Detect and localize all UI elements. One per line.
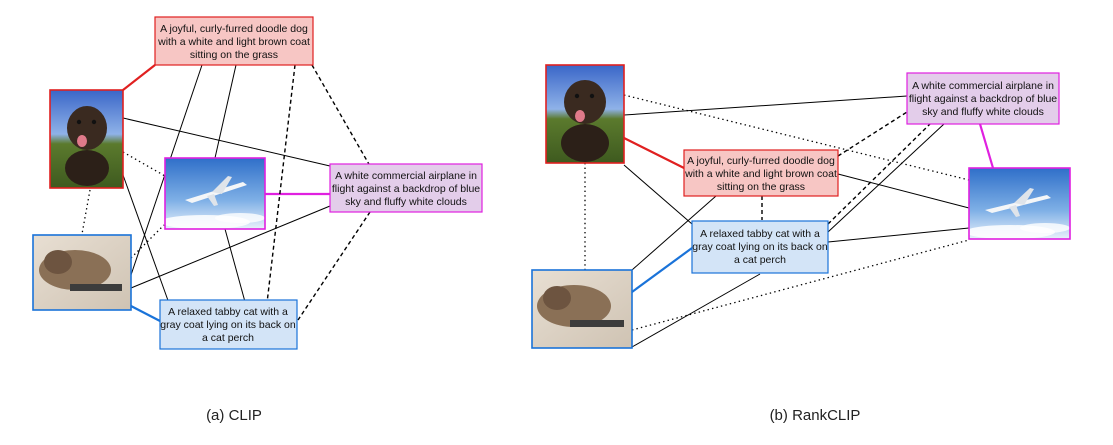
panel-clip: A joyful, curly-furred doodle dog with a… [32, 16, 483, 424]
edge-b-1 [623, 95, 908, 116]
panel-b-caption: (b) RankCLIP [770, 407, 861, 424]
edge-dog-img-dog-text-b [623, 137, 685, 169]
panel-a-connectors [81, 64, 371, 322]
panel-a-caption: (a) CLIP [206, 407, 262, 424]
plane-caption-line-2: flight against a backdrop of blue [909, 93, 1057, 105]
edge-a-4 [122, 174, 176, 321]
cat-caption-line-1: A relaxed tabby cat with a [168, 306, 288, 318]
plane-caption-box [329, 163, 483, 213]
dog-caption-box [154, 16, 314, 66]
plane-image-a [160, 157, 266, 230]
edge-b-13 [631, 239, 970, 331]
plane-caption-line-2: flight against a backdrop of blue [332, 183, 480, 195]
dog-image-a [49, 89, 124, 189]
plane-text-box-a: A white commercial airplane in flight ag… [329, 163, 483, 213]
cat-text-box-b: A relaxed tabby cat with a gray coat lyi… [691, 220, 829, 274]
dog-text-box-b: A joyful, curly-furred doodle dog with a… [683, 149, 839, 197]
edge-a-7 [264, 64, 296, 321]
plane-caption-line-3: sky and fluffy white clouds [345, 196, 467, 208]
edge-b-7 [827, 123, 945, 233]
edge-b-2 [837, 173, 970, 209]
cat-image-b [531, 269, 633, 349]
edge-cat-img-cat-text [130, 305, 161, 322]
edge-plane-img-plane-text-b [978, 123, 995, 169]
cat-text-box-a: A relaxed tabby cat with a gray coat lyi… [159, 299, 298, 350]
edge-dog-img-dog-text [122, 64, 156, 91]
edge-a-2 [214, 64, 237, 159]
dog-caption-line-3: sitting on the grass [190, 49, 278, 61]
edge-b-5 [827, 227, 970, 243]
edge-b-4 [631, 195, 717, 271]
cat-image-a [32, 234, 132, 311]
plane-caption-box [906, 72, 1060, 125]
dog-text-box-a: A joyful, curly-furred doodle dog with a… [154, 16, 314, 66]
edge-b-6 [631, 273, 761, 348]
plane-caption-line-1: A white commercial airplane in [912, 80, 1054, 92]
plane-caption-line-3: sky and fluffy white clouds [922, 106, 1044, 118]
plane-image-b [965, 167, 1071, 240]
cat-caption-line-3: a cat perch [202, 332, 254, 344]
dog-caption-box [683, 149, 839, 197]
edge-b-3 [623, 164, 693, 225]
edge-b-9 [837, 111, 908, 157]
dog-caption-line-2: with a white and light brown coat [157, 36, 310, 48]
cat-caption-line-3: a cat perch [734, 254, 786, 266]
cat-caption-box [691, 220, 829, 274]
edge-a-9 [297, 211, 371, 321]
edge-a-12 [130, 223, 166, 259]
dog-caption-line-1: A joyful, curly-furred doodle dog [160, 23, 308, 35]
edge-cat-img-cat-text-b [631, 247, 693, 293]
edge-a-11 [81, 189, 91, 235]
cat-caption-line-2: gray coat lying on its back on [692, 241, 828, 253]
dog-image-b [545, 64, 625, 164]
panel-rankclip: A white commercial airplane in flight ag… [531, 64, 1071, 424]
edge-a-3 [122, 117, 331, 167]
edge-b-10 [827, 123, 931, 225]
dog-caption-line-2: with a white and light brown coat [684, 168, 837, 180]
dog-caption-line-1: A joyful, curly-furred doodle dog [687, 155, 835, 167]
edge-a-5 [130, 205, 331, 289]
edge-a-10 [122, 151, 166, 177]
dog-caption-line-3: sitting on the grass [717, 181, 805, 193]
edge-a-8 [311, 64, 371, 167]
panel-b-connectors [584, 94, 995, 348]
cat-caption-line-2: gray coat lying on its back on [160, 319, 296, 331]
cat-caption-line-1: A relaxed tabby cat with a [700, 228, 820, 240]
plane-caption-line-1: A white commercial airplane in [335, 170, 477, 182]
cat-caption-box [159, 299, 298, 350]
plane-text-box-b: A white commercial airplane in flight ag… [906, 72, 1060, 125]
